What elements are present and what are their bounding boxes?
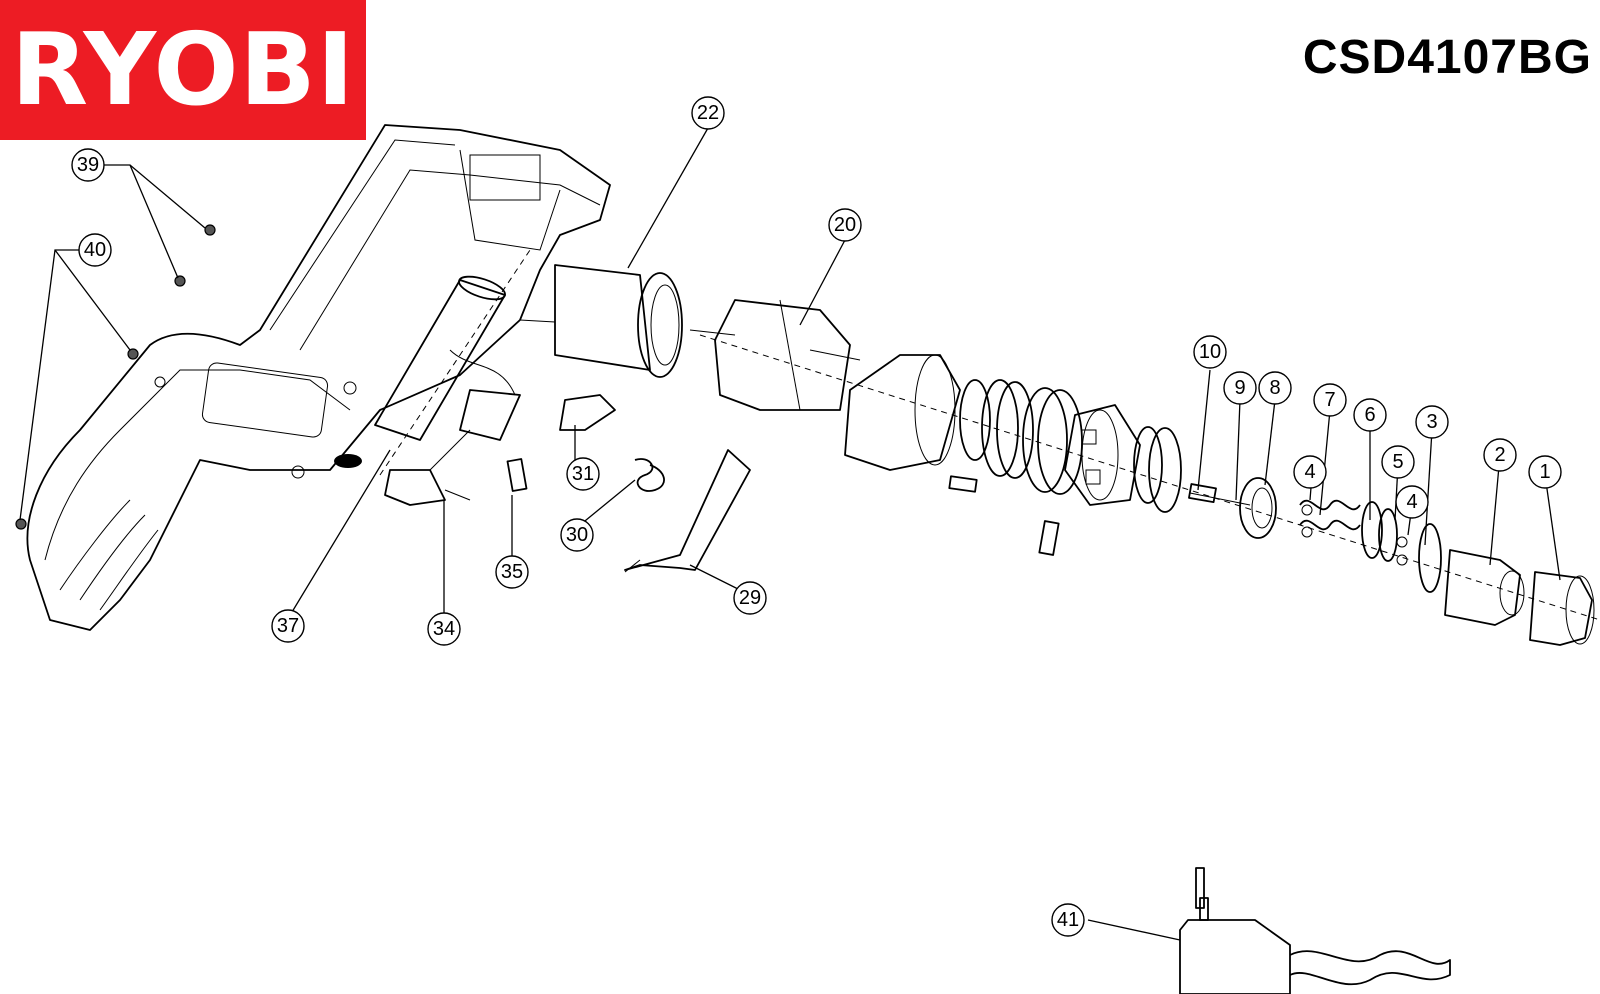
- gearbox: [714, 299, 861, 411]
- callout-39: 39: [71, 148, 105, 182]
- svg-text:3: 3: [1426, 411, 1437, 433]
- battery-pack: [374, 275, 516, 441]
- svg-text:4: 4: [1406, 491, 1417, 513]
- small-keys: [948, 475, 1060, 556]
- svg-text:5: 5: [1392, 451, 1403, 473]
- svg-text:10: 10: [1199, 341, 1221, 363]
- washers: [1133, 426, 1182, 513]
- switch-assembly: [384, 389, 521, 506]
- callout-35: 35: [495, 555, 529, 589]
- svg-text:35: 35: [501, 561, 523, 583]
- svg-text:6: 6: [1364, 404, 1375, 426]
- callout-31: 31: [566, 457, 600, 491]
- callout-22: 22: [691, 96, 725, 130]
- svg-text:34: 34: [433, 618, 455, 640]
- svg-text:4: 4: [1304, 461, 1315, 483]
- charger: [1179, 867, 1451, 994]
- callout-5: 5: [1381, 445, 1415, 479]
- svg-text:22: 22: [697, 102, 719, 124]
- trigger-lever: [624, 449, 751, 573]
- model-number: CSD4107BG: [1302, 31, 1592, 84]
- callout-4a: 4: [1293, 455, 1327, 489]
- nose-cap: [1529, 571, 1595, 646]
- callout-6: 6: [1353, 398, 1387, 432]
- svg-text:30: 30: [566, 524, 588, 546]
- svg-text:39: 39: [77, 154, 99, 176]
- handle-housing: [26, 124, 611, 631]
- svg-text:8: 8: [1269, 377, 1280, 399]
- svg-text:40: 40: [84, 239, 106, 261]
- callout-34: 34: [427, 612, 461, 646]
- callout-37: 37: [271, 609, 305, 643]
- svg-text:1: 1: [1539, 461, 1550, 483]
- spindle-assembly: [1188, 477, 1277, 539]
- callout-30: 30: [560, 518, 594, 552]
- leader-lines: [19, 127, 1561, 941]
- svg-text:7: 7: [1324, 389, 1335, 411]
- svg-text:37: 37: [277, 615, 299, 637]
- callout-4b: 4: [1395, 485, 1429, 519]
- front-housing: [844, 354, 961, 471]
- assembly-axis-lines: [379, 249, 1600, 621]
- callout-1: 1: [1528, 455, 1562, 489]
- clutch-springs: [959, 379, 1083, 495]
- clutch-collar: [1064, 404, 1141, 506]
- callout-2: 2: [1483, 438, 1517, 472]
- spring-30: [634, 458, 665, 492]
- small-springs-rings: [1299, 499, 1442, 593]
- callout-7: 7: [1313, 383, 1347, 417]
- svg-text:41: 41: [1057, 909, 1079, 931]
- callout-10: 10: [1193, 335, 1227, 369]
- motor: [519, 264, 736, 378]
- svg-text:2: 2: [1494, 444, 1505, 466]
- callout-9: 9: [1223, 371, 1257, 405]
- callout-8: 8: [1258, 371, 1292, 405]
- ryobi-logo: RYOBI: [0, 0, 366, 140]
- part-35: [506, 458, 528, 492]
- callout-41: 41: [1051, 903, 1085, 937]
- svg-text:29: 29: [739, 587, 761, 609]
- callout-3: 3: [1415, 405, 1449, 439]
- chuck-sleeve: [1444, 549, 1525, 626]
- screws: [15, 224, 216, 530]
- svg-text:20: 20: [834, 214, 856, 236]
- ryobi-logo-text: RYOBI: [11, 11, 355, 128]
- callout-20: 20: [828, 208, 862, 242]
- svg-text:31: 31: [572, 463, 594, 485]
- callout-29: 29: [733, 581, 767, 615]
- svg-text:9: 9: [1234, 377, 1245, 399]
- callout-40: 40: [78, 233, 112, 267]
- button-31: [559, 394, 616, 431]
